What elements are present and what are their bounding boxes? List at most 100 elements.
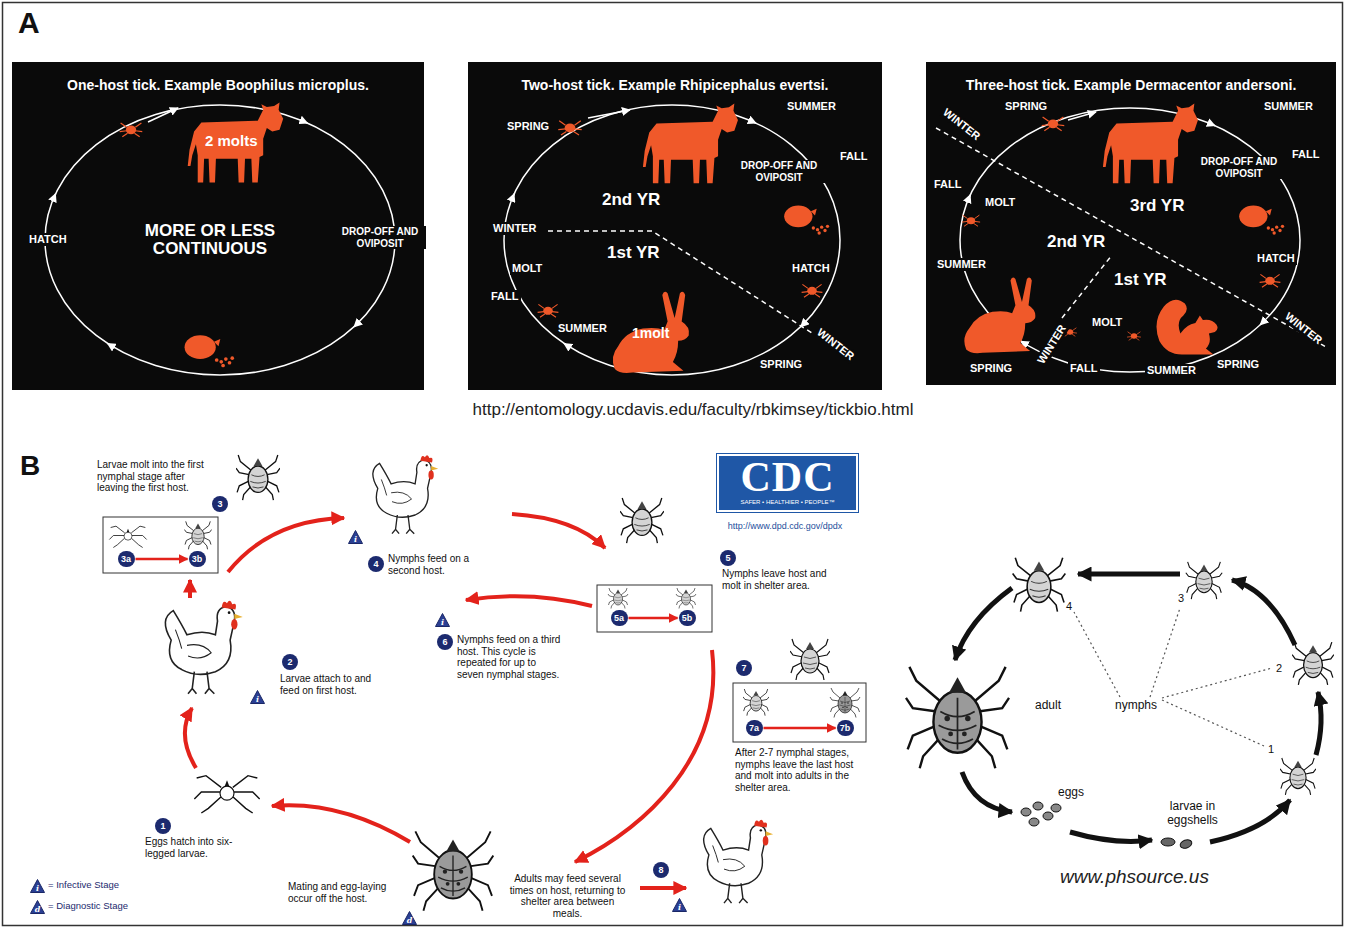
season-label: WINTER <box>491 222 538 235</box>
panel-letter: B <box>20 450 40 482</box>
season-label: SUMMER <box>785 100 838 113</box>
stage-letter: i <box>672 903 687 912</box>
stage-text: 1molt <box>632 325 669 341</box>
stage-arrow <box>629 617 678 620</box>
source-url: http://www.dpd.cdc.gov/dpdx <box>705 521 865 531</box>
panel-title: One-host tick. Example Boophilus micropl… <box>12 62 424 93</box>
stage-name: eggs <box>1058 786 1084 800</box>
season-label: SUMMER <box>556 322 609 335</box>
stage-letter: i <box>250 695 265 704</box>
year-label: 3rd YR <box>1128 196 1187 216</box>
step-description: Eggs hatch into six-legged larvae. <box>145 836 255 859</box>
season-label: FALL <box>838 150 870 163</box>
stage-text: DROP-OFF AND OVIPOSIT <box>732 160 826 183</box>
step-description: Adults may feed several times on host, r… <box>505 873 630 919</box>
stage-triangle: i <box>672 898 687 912</box>
stage-number: 4 <box>1066 600 1072 613</box>
stage-triangle: i <box>250 690 265 704</box>
callout-text: 8 <box>658 866 663 875</box>
stage-name: nymphs <box>1115 699 1157 713</box>
callout-text: 3b <box>192 555 203 564</box>
callout-text: 1 <box>160 822 165 831</box>
stage-text: 2 molts <box>205 132 258 149</box>
season-label: FALL <box>1290 148 1322 161</box>
callout-text: 6 <box>442 638 447 647</box>
callout-number: 5 <box>720 550 736 566</box>
callout-number: 7a <box>746 720 763 736</box>
season-label: HATCH <box>27 233 69 246</box>
stage-letter: i <box>30 884 45 893</box>
stage-letter: d <box>30 905 45 914</box>
season-label: SUMMER <box>935 258 988 271</box>
callout-number: 5a <box>611 610 628 626</box>
year-label: 1st YR <box>1112 270 1169 290</box>
stage-text: DROP-OFF AND OVIPOSIT <box>1192 156 1286 179</box>
step-description: Nymphs leave host and molt in shelter ar… <box>722 568 842 591</box>
cdc-logo: CDCSAFER • HEALTHIER • PEOPLE™ <box>717 454 858 512</box>
callout-number: 3b <box>189 551 206 567</box>
panel-title: Three-host tick. Example Dermacentor and… <box>926 62 1336 93</box>
panel-title: Two-host tick. Example Rhipicephalus eve… <box>468 62 882 93</box>
stage-triangle: d <box>30 900 45 914</box>
step-description: After 2-7 nymphal stages, nymphs leave t… <box>735 747 860 793</box>
logo-tagline: SAFER • HEALTHIER • PEOPLE™ <box>719 498 856 506</box>
stage-text: MOLT <box>983 196 1017 209</box>
stage-triangle: i <box>435 613 450 627</box>
stage-name: larvae in eggshells <box>1150 800 1235 828</box>
callout-text: 5a <box>614 614 624 623</box>
callout-number: 3 <box>212 496 228 512</box>
callout-text: 5 <box>725 554 730 563</box>
step-description: Mating and egg-laying occur off the host… <box>288 881 398 904</box>
callout-number: 4 <box>368 556 384 572</box>
callout-number: 7b <box>837 720 854 736</box>
step-description: Nymphs feed on a third host. This cycle … <box>457 634 565 680</box>
stage-arrow <box>136 558 188 561</box>
panel-letter: A <box>18 6 40 41</box>
callout-text: 3 <box>217 500 222 509</box>
callout-number: 5b <box>679 610 696 626</box>
season-label: SPRING <box>1003 100 1049 113</box>
source-url: http://entomology.ucdavis.edu/faculty/rb… <box>293 400 1093 420</box>
legend-text: = Infective Stage <box>48 880 119 891</box>
callout-number: 6 <box>437 634 453 650</box>
callout-text: 2 <box>287 658 292 667</box>
callout-text: 4 <box>373 560 378 569</box>
logo-text: CDC <box>719 456 856 498</box>
year-label: 1st YR <box>605 243 662 263</box>
stage-letter: d <box>402 916 417 925</box>
step-description: Nymphs feed on a second host. <box>388 553 488 576</box>
callout-number: 7 <box>736 660 752 676</box>
legend-text: = Diagnostic Stage <box>48 901 128 912</box>
stage-text: DROP-OFF AND OVIPOSIT <box>334 226 426 249</box>
year-label: 2nd YR <box>1045 232 1107 252</box>
callout-text: 7b <box>840 724 851 733</box>
stage-number: 2 <box>1276 662 1282 675</box>
stage-letter: i <box>348 535 363 544</box>
season-label: FALL <box>489 290 521 303</box>
source-url: www.phsource.us <box>1060 866 1209 888</box>
stage-number: 1 <box>1268 743 1274 756</box>
callout-number: 1 <box>155 818 171 834</box>
callout-number: 2 <box>282 654 298 670</box>
stage-text: MORE OR LESS CONTINUOUS <box>120 222 300 258</box>
year-label: 2nd YR <box>600 190 662 210</box>
stage-arrow <box>764 727 836 730</box>
season-label: FALL <box>932 178 964 191</box>
stage-text: HATCH <box>790 262 832 275</box>
stage-letter: i <box>435 618 450 627</box>
callout-number: 8 <box>653 862 669 878</box>
callout-text: 5b <box>682 614 693 623</box>
callout-text: 7a <box>749 724 759 733</box>
stage-number: 3 <box>1178 592 1184 605</box>
stage-name: adult <box>1035 699 1061 713</box>
stage-triangle: d <box>402 911 417 925</box>
callout-number: 3a <box>118 551 135 567</box>
season-label: SPRING <box>968 362 1014 375</box>
stage-text: HATCH <box>1255 252 1297 265</box>
callout-text: 7 <box>741 664 746 673</box>
season-label: SUMMER <box>1262 100 1315 113</box>
season-label: SPRING <box>505 120 551 133</box>
stage-text: MOLT <box>510 262 544 275</box>
stage-triangle: i <box>30 879 45 893</box>
life-cycle-b <box>103 455 866 911</box>
